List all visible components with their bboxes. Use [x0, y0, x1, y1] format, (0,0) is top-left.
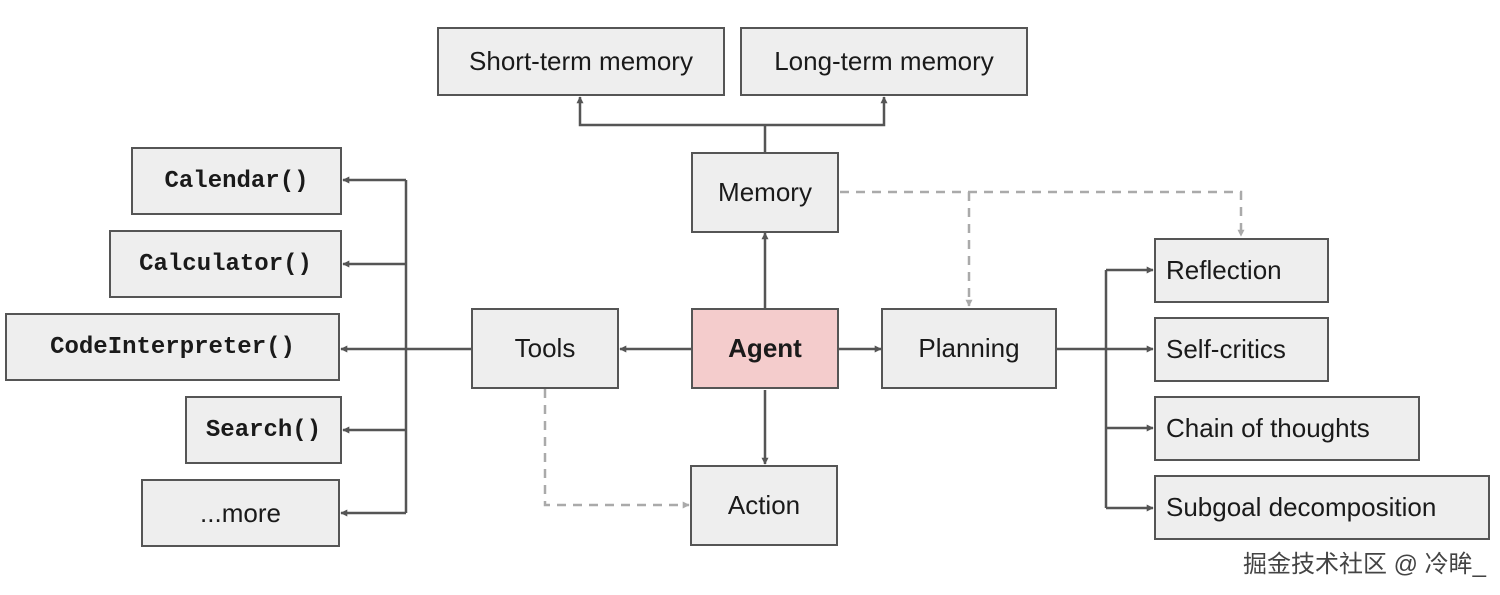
tool-calculator-node: Calculator()	[109, 230, 342, 298]
edge-planning-trunk	[1057, 270, 1108, 508]
edge-tools-trunk	[404, 180, 471, 513]
plan-chain-of-thoughts-node: Chain of thoughts	[1154, 396, 1420, 461]
tool-codeinterpreter-node: CodeInterpreter()	[5, 313, 340, 381]
plan-subgoal-decomposition-node: Subgoal decomposition	[1154, 475, 1490, 540]
edge-tools-action-dashed	[543, 389, 690, 509]
agent-node: Agent	[691, 308, 839, 389]
tools-node: Tools	[471, 308, 619, 389]
edge-memory-short-term	[576, 96, 765, 127]
action-node: Action	[690, 465, 838, 546]
tool-more-node: ...more	[141, 479, 340, 547]
edge-memory-reflection-dashed	[840, 190, 1245, 237]
tool-search-node: Search()	[185, 396, 342, 464]
plan-reflection-node: Reflection	[1154, 238, 1329, 303]
plan-self-critics-node: Self-critics	[1154, 317, 1329, 382]
long-term-memory-node: Long-term memory	[740, 27, 1028, 96]
short-term-memory-node: Short-term memory	[437, 27, 725, 96]
tool-calendar-node: Calendar()	[131, 147, 342, 215]
edge-memory-long-term	[765, 96, 888, 127]
planning-node: Planning	[881, 308, 1057, 389]
watermark-text: 掘金技术社区 @ 冷眸_	[1242, 551, 1486, 578]
memory-node: Memory	[691, 152, 839, 233]
